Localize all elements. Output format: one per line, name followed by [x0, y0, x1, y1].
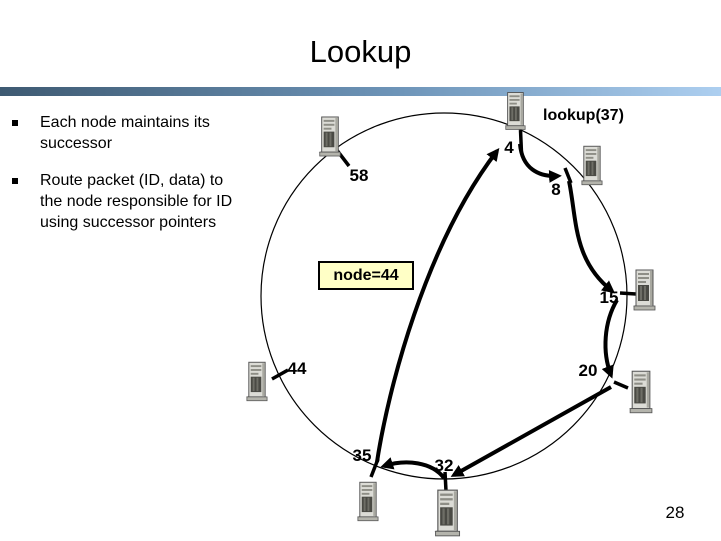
node-label-4: 4 — [504, 138, 514, 157]
bullet-text: Route packet (ID, data) to the node resp… — [40, 172, 233, 231]
bullet-square-icon — [12, 120, 18, 126]
node-label-35: 35 — [352, 446, 372, 465]
server-icon — [504, 92, 526, 130]
header-divider — [0, 87, 721, 96]
node-label-15: 15 — [599, 288, 619, 307]
result-arrow-35-to-4 — [375, 147, 500, 463]
node-tick-35 — [369, 458, 380, 478]
result-box: node=44 — [318, 261, 414, 290]
node-label-20: 20 — [578, 361, 598, 380]
bullet-text: Each node maintains its successor — [40, 114, 210, 152]
node-label-8: 8 — [551, 180, 561, 199]
page-title: Lookup — [309, 34, 412, 69]
server-icon — [356, 481, 379, 522]
server-icon — [632, 269, 656, 311]
lookup-route — [375, 143, 619, 480]
arrow-8-to-15 — [567, 180, 616, 294]
node-ticks — [271, 129, 638, 492]
bullet-square-icon — [12, 178, 18, 184]
node-label-58: 58 — [349, 166, 369, 185]
bullet-item: Each node maintains its successor — [10, 112, 310, 154]
arrow-20-to-32 — [450, 385, 612, 477]
lookup-call-label: lookup(37) — [543, 107, 624, 124]
page-number: 28 — [665, 503, 685, 522]
ring-circle — [260, 112, 628, 480]
arrow-32-to-35 — [380, 457, 446, 480]
node-label-44: 44 — [287, 359, 307, 378]
node-tick-15 — [619, 291, 638, 296]
node-tick-8 — [563, 167, 573, 184]
arrow-15-to-20 — [601, 298, 619, 379]
bullet-item: Route packet (ID, data) to the node resp… — [10, 170, 310, 233]
server-icon — [245, 361, 268, 402]
bullet-list: Each node maintains its successor Route … — [10, 112, 310, 249]
node-label-32: 32 — [434, 456, 454, 475]
node-tick-20 — [613, 380, 629, 390]
server-icon — [628, 370, 653, 414]
node-tick-44 — [271, 368, 289, 381]
server-icon — [433, 489, 461, 537]
arrow-4-to-8 — [518, 143, 562, 183]
server-icon — [318, 116, 341, 157]
node-tick-32 — [443, 471, 448, 492]
server-icon — [580, 145, 603, 186]
